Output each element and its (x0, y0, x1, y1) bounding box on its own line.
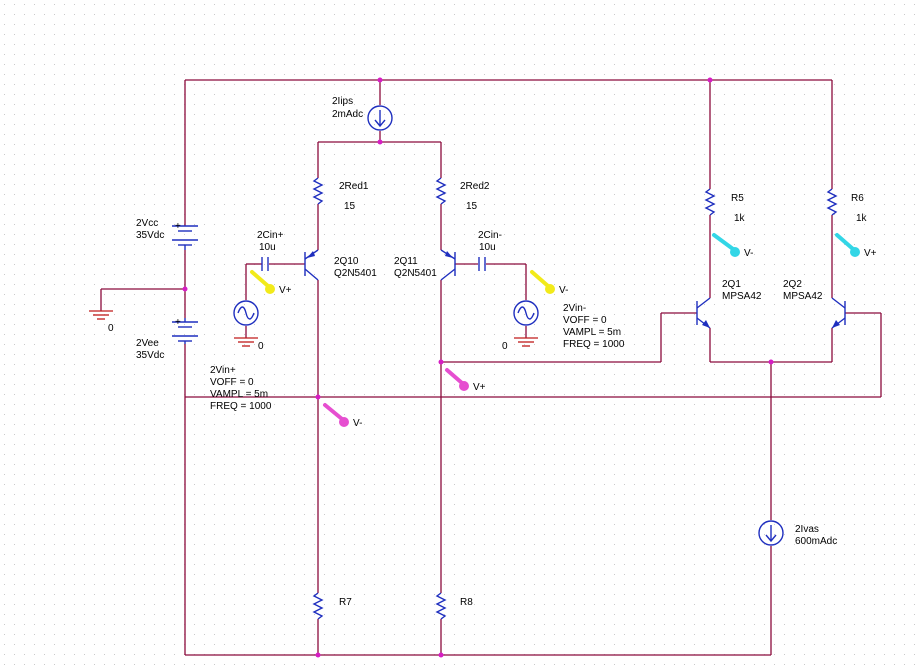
junction (438, 359, 444, 365)
resistor-red2[interactable] (435, 177, 447, 205)
vinp-name: 2Vin+ (210, 365, 236, 376)
r7-name: R7 (339, 597, 352, 608)
probe-cinm-vminus[interactable] (530, 270, 555, 294)
vinp-vampl: VAMPL = 5m (210, 389, 268, 400)
probe-r5-vminus[interactable] (712, 233, 740, 257)
cinm-name: 2Cin- (478, 230, 502, 241)
vinm-freq: FREQ = 1000 (563, 339, 625, 350)
vinm-voff: VOFF = 0 (563, 315, 607, 326)
vee-value: 35Vdc (136, 350, 164, 361)
transistor-q11[interactable] (440, 249, 456, 281)
junction (182, 286, 188, 292)
iips-name: 2Iips (332, 96, 353, 107)
r5-name: R5 (731, 193, 744, 204)
red1-name: 2Red1 (339, 181, 369, 192)
resistor-r5[interactable] (704, 188, 716, 216)
transistor-q2[interactable] (831, 297, 846, 329)
cinp-name: 2Cin+ (257, 230, 284, 241)
transistor-q1[interactable] (696, 297, 711, 329)
vcc-name: 2Vcc (136, 218, 158, 229)
q2-name: 2Q2 (783, 279, 802, 290)
transistor-q10[interactable] (304, 249, 319, 281)
junction (438, 652, 444, 658)
sine-source-vin-minus[interactable] (513, 300, 539, 326)
current-source-ivas[interactable] (758, 520, 784, 546)
junction (315, 652, 321, 658)
wires (100, 79, 882, 656)
q10-name: 2Q10 (334, 256, 359, 267)
ground-symbol-vinp (234, 337, 258, 347)
resistor-r6[interactable] (826, 188, 838, 216)
capacitor-cin-plus[interactable] (261, 257, 269, 271)
junction-dots (182, 77, 774, 658)
vinp-voff: VOFF = 0 (210, 377, 254, 388)
sine-source-vin-plus[interactable] (233, 300, 259, 326)
cinp-value: 10u (259, 242, 276, 253)
r5-value: 1k (734, 213, 746, 224)
ground-label-main: 0 (108, 323, 114, 334)
ground-label-vinp: 0 (258, 341, 264, 352)
probe-q10-vminus[interactable] (323, 403, 349, 427)
q10-model: Q2N5401 (334, 268, 377, 279)
probe-q11-vplus[interactable] (445, 368, 469, 391)
q11-name: 2Q11 (394, 256, 418, 267)
q11-model: Q2N5401 (394, 268, 437, 279)
vee-name: 2Vee (136, 338, 159, 349)
resistor-r7[interactable] (312, 592, 324, 620)
red1-value: 15 (344, 201, 356, 212)
probe-r5-label: V- (744, 248, 753, 259)
svg-text:+: + (175, 221, 181, 232)
probe-q10-label: V- (353, 418, 362, 429)
probe-cinp-vplus[interactable] (250, 270, 275, 294)
q2-model: MPSA42 (783, 291, 823, 302)
ivas-name: 2Ivas (795, 524, 819, 535)
resistor-red1[interactable] (312, 177, 324, 205)
red2-value: 15 (466, 201, 478, 212)
q1-name: 2Q1 (722, 279, 741, 290)
capacitor-cin-minus[interactable] (478, 257, 486, 271)
vinm-vampl: VAMPL = 5m (563, 327, 621, 338)
probe-r6-vplus[interactable] (835, 233, 860, 257)
ground-symbol-main (89, 310, 113, 320)
vinp-freq: FREQ = 1000 (210, 401, 272, 412)
iips-value: 2mAdc (332, 109, 363, 120)
battery-vee[interactable]: + (172, 317, 198, 344)
r6-value: 1k (856, 213, 868, 224)
probe-cinm-label: V- (559, 285, 568, 296)
probe-cinp-label: V+ (279, 285, 292, 296)
r6-name: R6 (851, 193, 864, 204)
battery-vcc[interactable]: + (172, 221, 198, 250)
junction (377, 139, 383, 145)
q1-model: MPSA42 (722, 291, 762, 302)
ivas-value: 600mAdc (795, 536, 837, 547)
probe-r6-label: V+ (864, 248, 877, 259)
r8-name: R8 (460, 597, 473, 608)
junction (315, 394, 321, 400)
ground-symbol-vinm (514, 337, 538, 347)
ground-label-vinm: 0 (502, 341, 508, 352)
current-source-iips[interactable] (367, 105, 393, 131)
svg-text:+: + (175, 317, 181, 328)
resistor-r8[interactable] (435, 592, 447, 620)
junction (707, 77, 713, 83)
junction (768, 359, 774, 365)
probe-q11-label: V+ (473, 382, 486, 393)
red2-name: 2Red2 (460, 181, 490, 192)
vinm-name: 2Vin- (563, 303, 586, 314)
junction (377, 77, 383, 83)
cinm-value: 10u (479, 242, 496, 253)
vcc-value: 35Vdc (136, 230, 164, 241)
